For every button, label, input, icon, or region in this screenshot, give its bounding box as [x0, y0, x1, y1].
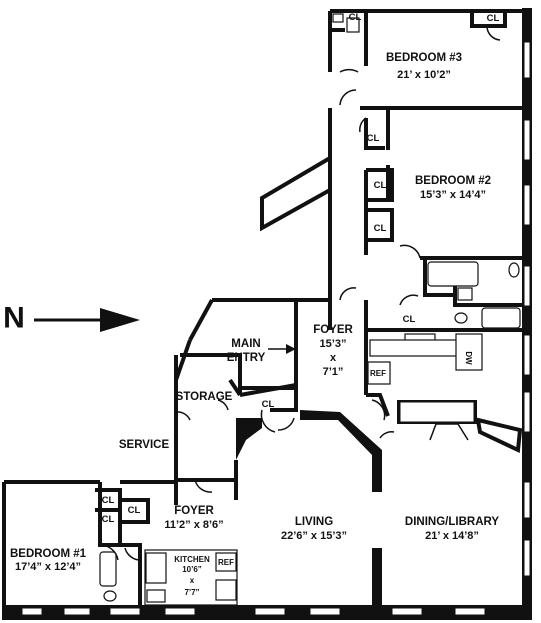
bath2-walls: [423, 256, 522, 307]
closet-label: CL: [486, 13, 500, 25]
closet-label: CL: [101, 514, 115, 526]
foyer-main-walls: [212, 298, 522, 410]
dining-dims: 21’ x 14’8”: [425, 530, 479, 543]
bedroom3-dims: 21’ x 10’2”: [397, 69, 451, 82]
east-windows: [523, 41, 531, 577]
dishwasher-label: DW: [464, 351, 474, 365]
closet-label: CL: [348, 12, 362, 24]
closet-label: CL: [101, 495, 115, 507]
closet-label: CL: [261, 399, 275, 411]
foyer-main-x: x: [329, 352, 337, 365]
bedroom1-dims: 17’4” x 12’4”: [14, 561, 82, 574]
bedroom3-name: BEDROOM #3: [385, 51, 463, 64]
north-label: N: [3, 301, 25, 335]
closets-bedroom2: [364, 168, 394, 255]
south-windows: [21, 607, 486, 616]
storage-walls: [174, 339, 242, 397]
bedroom3-closet-wall: [470, 11, 507, 28]
living-name: LIVING: [294, 515, 334, 528]
kitchen-depth: 7’7”: [184, 587, 200, 597]
bath1-wall: [330, 11, 368, 66]
bedroom2-dims: 15’3” x 14’4”: [419, 189, 487, 202]
foyer-south-name: FOYER: [174, 504, 214, 517]
kitchen-name: KITCHEN: [174, 554, 210, 564]
toilet-fixture: [346, 17, 360, 33]
main-entry-line2: ENTRY: [226, 351, 266, 364]
main-entry-walls: [174, 299, 242, 480]
bedroom2-name: BEDROOM #2: [414, 174, 492, 187]
kitchen-width: 10’6”: [182, 564, 202, 574]
north-arrow: [34, 308, 140, 332]
east-wall: [522, 8, 532, 620]
bedroom1-name: BEDROOM #1: [9, 547, 87, 560]
service-label: SERVICE: [118, 438, 170, 451]
closet-label: CL: [366, 133, 380, 145]
refrigerator-label: REF: [218, 557, 234, 567]
foyer-south-dims: 11’2” x 8’6”: [164, 519, 224, 532]
bathtub-fixture: [427, 261, 479, 287]
foyer-main-width: 15’3”: [319, 338, 347, 351]
closet-label: CL: [373, 223, 387, 235]
living-dining-divider: [372, 450, 382, 492]
storage-label: STORAGE: [175, 390, 233, 403]
refrigerator-label: REF: [370, 368, 386, 378]
diagonal-shaft-wall: [260, 156, 332, 232]
thick-wall-segment: [236, 418, 262, 460]
foyer-main-name: FOYER: [313, 323, 353, 336]
door-swings: [99, 25, 501, 561]
main-entry-line1: MAIN: [231, 337, 261, 350]
closet-label: CL: [127, 505, 141, 517]
closet-label: CL: [373, 180, 387, 192]
entry-arrow: [268, 344, 296, 354]
bedroom1-tub: [99, 551, 117, 587]
closet-label: CL: [402, 314, 416, 326]
living-dims: 22’6” x 15’3”: [280, 530, 348, 543]
dining-name: DINING/LIBRARY: [404, 515, 500, 528]
kitchen-x: x: [189, 575, 195, 585]
foyer-main-depth: 7’1”: [322, 366, 344, 379]
living-closet-walls: [240, 386, 298, 412]
